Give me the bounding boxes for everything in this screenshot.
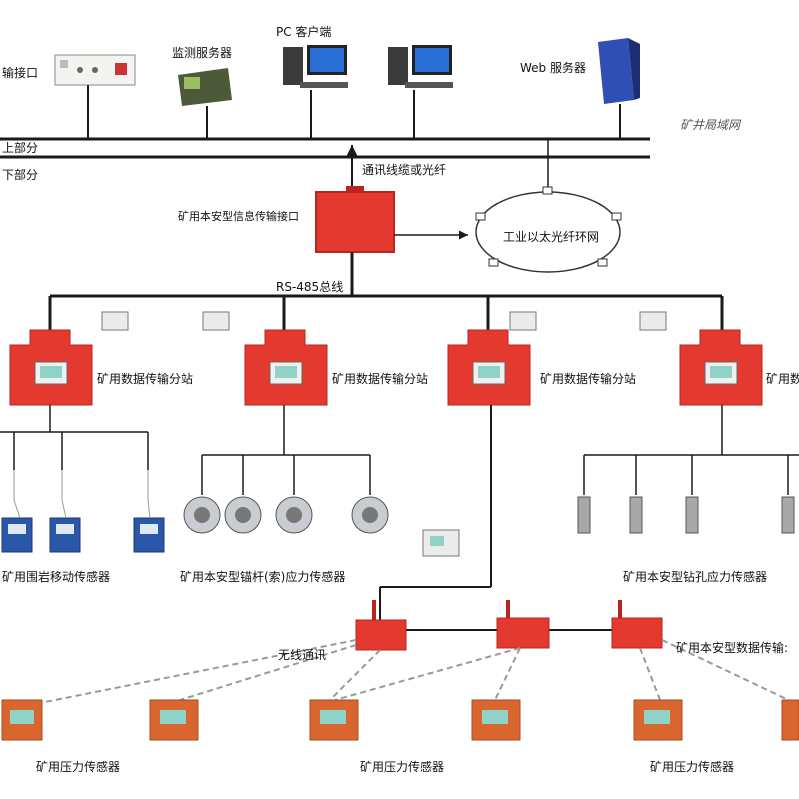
station-device-3 <box>447 329 531 406</box>
web-server-device <box>598 38 640 104</box>
label-pc-client: PC 客户端 <box>276 25 332 39</box>
anchor-sensors <box>183 496 389 534</box>
branch-rock <box>0 405 149 470</box>
label-ethernet-ring: 工业以太光纤环网 <box>503 230 600 244</box>
ring-nodes <box>475 186 622 267</box>
drill-sensors <box>577 496 795 534</box>
transport-interface-device <box>54 54 136 86</box>
wireless-hub-2 <box>496 600 550 649</box>
label-anchor-sensor: 矿用本安型锚杆(索)应力传感器 <box>180 570 346 584</box>
wireless-hub-1 <box>355 600 407 651</box>
label-station-1: 矿用数据传输分站 <box>97 372 194 386</box>
station-device-2 <box>244 329 328 406</box>
label-station-3: 矿用数据传输分站 <box>540 372 637 386</box>
wireless-hub-3 <box>611 600 663 649</box>
label-rs485: RS-485总线 <box>276 280 344 294</box>
branch-drill <box>583 405 799 495</box>
safe-info-interface-box <box>315 186 395 253</box>
small-box-mid <box>422 529 460 557</box>
wireless-links <box>29 639 799 706</box>
label-comm-cable: 通讯线缆或光纤 <box>362 163 447 177</box>
label-mine-lan: 矿井局域网 <box>680 118 741 132</box>
label-drill-sensor: 矿用本安型钻孔应力传感器 <box>623 570 768 584</box>
label-transport-interface: 输接口 <box>2 66 39 80</box>
station-device-1 <box>9 329 93 406</box>
label-web-server: Web 服务器 <box>520 61 586 75</box>
station-device-4 <box>679 329 763 406</box>
top-connectors <box>87 85 621 138</box>
pc-client-2 <box>388 45 453 88</box>
monitor-server-device <box>178 68 232 106</box>
label-lower-part: 下部分 <box>2 168 39 182</box>
rock-sensors <box>1 470 165 553</box>
label-station-4: 矿用数 <box>766 372 799 386</box>
label-upper-part: 上部分 <box>2 141 39 155</box>
label-wireless: 无线通讯 <box>278 648 327 662</box>
label-safe-data-transmission: 矿用本安型数据传输: <box>676 641 789 655</box>
station-drops <box>48 296 724 335</box>
label-rock-sensor: 矿用围岩移动传感器 <box>2 570 111 584</box>
small-boxes-top <box>101 311 667 331</box>
pressure-sensors <box>1 699 799 741</box>
branch-anchor <box>201 405 371 495</box>
label-pressure-2: 矿用压力传感器 <box>360 760 445 774</box>
label-pressure-3: 矿用压力传感器 <box>650 760 735 774</box>
label-monitor-server: 监测服务器 <box>172 46 233 60</box>
label-pressure-1: 矿用压力传感器 <box>36 760 121 774</box>
pc-client-1 <box>283 45 348 88</box>
label-station-2: 矿用数据传输分站 <box>332 372 429 386</box>
label-safe-info-interface: 矿用本安型信息传输接口 <box>178 210 299 223</box>
